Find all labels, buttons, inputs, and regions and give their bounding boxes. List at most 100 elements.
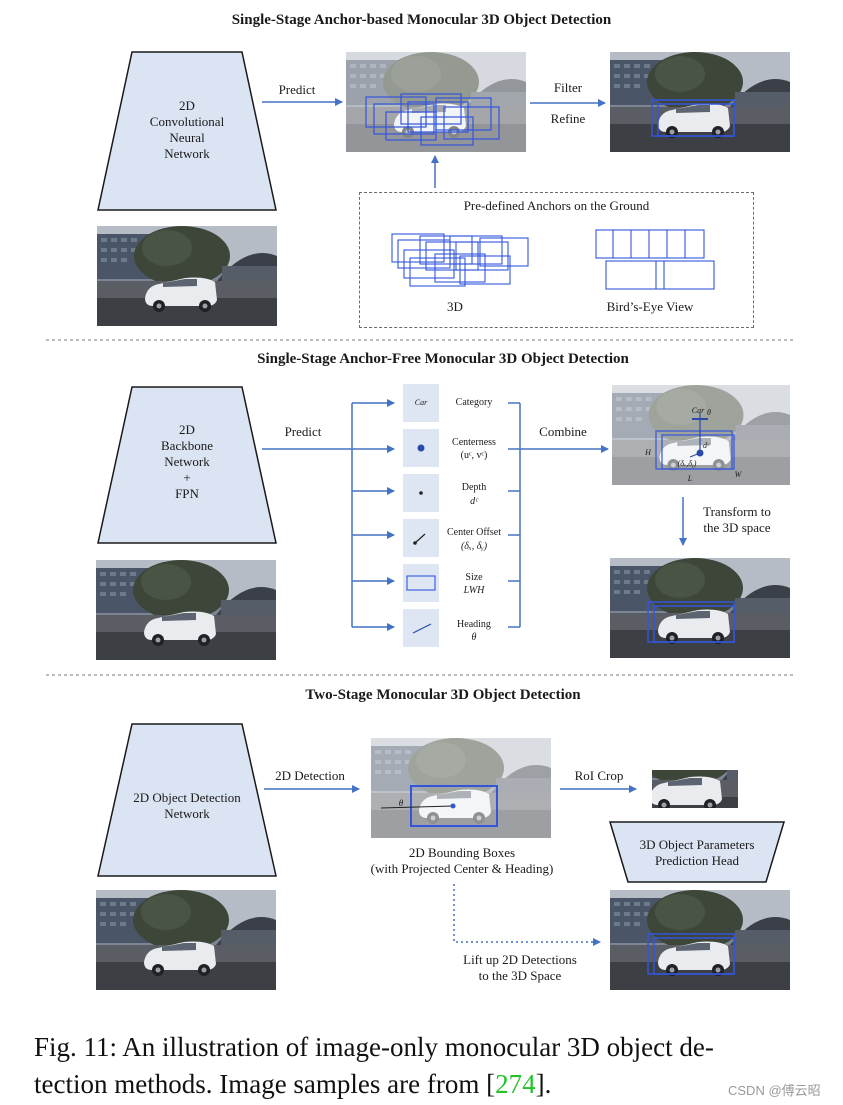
depth-head-sub: dᶜ (470, 496, 478, 507)
prediction-head-trapezoid (608, 821, 786, 883)
anchor-free-output-photo (610, 558, 790, 658)
anchor-prediction-photo (346, 52, 526, 152)
transform-label-line: Transform to (703, 504, 771, 519)
backbone-trapezoid (97, 386, 277, 544)
offset-head-sub: (δₓ, δᵧ) (460, 541, 488, 552)
caption-text-prefix: tection methods. Image samples are from … (34, 1069, 496, 1099)
anchor-output-photo (610, 52, 790, 152)
cnn-label-line: 2D (179, 98, 195, 113)
heading-head-tile (403, 609, 439, 647)
offset-head-name: Center Offset (447, 527, 501, 538)
roi-crop-arrow (560, 785, 637, 793)
backbone-label-line: Network (164, 454, 210, 469)
overlay-label-l: L (687, 474, 693, 483)
lift-dotted-arrow (453, 884, 601, 946)
overlay-label-depth: dᶜ (702, 441, 710, 450)
cnn-label-line: Neural (169, 130, 205, 145)
detector-label-line: Network (164, 806, 210, 821)
section-divider (46, 674, 796, 676)
centerness-head-tile (403, 429, 439, 467)
backbone-label-line: 2D (179, 422, 195, 437)
input-street-photo (96, 890, 276, 990)
heading-head-name: Heading (457, 619, 491, 630)
heading-head-sub: θ (471, 632, 477, 643)
overlay-label-w: W (734, 470, 742, 479)
roi-crop-label: RoI Crop (574, 768, 624, 783)
anchors-3d-label: 3D (447, 299, 463, 314)
detector-trapezoid (97, 723, 277, 877)
section-title-two-stage: Two-Stage Monocular 3D Object Detection (305, 687, 581, 703)
section-title-anchor-free: Single-Stage Anchor-Free Monocular 3D Ob… (257, 351, 629, 367)
citation-link[interactable]: 274 (495, 1069, 536, 1099)
overlay-label-offset: (δₓ,δᵧ) (677, 459, 697, 468)
overlay-label-h: H (645, 448, 651, 457)
backbone-label-line: + (183, 470, 191, 485)
anchors-bev-label: Bird’s-Eye View (606, 299, 694, 314)
csdn-watermark: CSDN @傅云昭 (728, 1083, 821, 1098)
lift-label-line: to the 3D Space (478, 968, 562, 983)
cnn-label: 2D Convolutional Neural Network (96, 98, 278, 162)
category-icon-text: Car (414, 398, 428, 407)
overlay-label-theta: θ (707, 408, 711, 417)
caption-text-suffix: ]. (535, 1069, 552, 1099)
detector-label: 2D Object Detection Network (96, 790, 278, 822)
bounding-boxes-label-line: (with Projected Center & Heading) (370, 861, 554, 876)
heading-line-icon (412, 623, 432, 634)
combine-label: Combine (539, 424, 587, 439)
backbone-label-line: FPN (175, 486, 199, 501)
roi-crop-photo (652, 770, 738, 808)
lift-label: Lift up 2D Detections to the 3D Space (440, 952, 600, 984)
size-box-icon (406, 575, 436, 591)
predict-label: Predict (278, 82, 316, 97)
cnn-label-line: Network (164, 146, 210, 161)
two-stage-detection-photo (371, 738, 551, 838)
anchor-free-overlay-photo (612, 385, 790, 485)
figure-caption-line1: Fig. 11: An illustration of image-only m… (34, 1032, 714, 1062)
input-street-photo (97, 226, 277, 326)
centerness-head-name: Centerness (452, 437, 496, 448)
anchors-title: Pre-defined Anchors on the Ground (463, 198, 650, 213)
depth-head-name: Depth (461, 482, 487, 493)
input-street-photo (96, 560, 276, 660)
bounding-boxes-label-line: 2D Bounding Boxes (408, 845, 516, 860)
category-head-tile: Car (403, 384, 439, 422)
transform-label: Transform to the 3D space (692, 504, 782, 536)
refine-label: Refine (550, 111, 586, 126)
backbone-label-line: Backbone (161, 438, 213, 453)
anchors-bev-boxes (595, 229, 715, 290)
backbone-label: 2D Backbone Network + FPN (96, 422, 278, 502)
depth-dot-icon (419, 491, 423, 495)
offset-head-tile (403, 519, 439, 557)
size-head-tile (403, 564, 439, 602)
filter-arrow (530, 99, 606, 107)
depth-head-tile (403, 474, 439, 512)
detection-arrow (264, 785, 360, 793)
prediction-head-label: 3D Object Parameters Prediction Head (608, 837, 786, 869)
head-branch-arrows (262, 399, 395, 631)
cnn-trapezoid (97, 51, 277, 211)
prediction-head-label-line: Prediction Head (654, 853, 740, 868)
detector-label-line: 2D Object Detection (133, 790, 241, 805)
centerness-head-sub: (uᶜ, vᶜ) (460, 450, 488, 461)
filter-label: Filter (553, 80, 583, 95)
category-head-name: Category (455, 397, 493, 408)
size-head-name: Size (465, 572, 483, 583)
anchors-panel (359, 192, 754, 328)
predict-arrow (262, 98, 343, 106)
transform-label-line: the 3D space (703, 520, 771, 535)
theta-label: θ (398, 798, 404, 808)
cnn-label-line: Convolutional (149, 114, 225, 129)
prediction-head-label-line: 3D Object Parameters (639, 837, 755, 852)
size-head-sub: LWH (463, 585, 485, 596)
detection-label: 2D Detection (275, 768, 345, 783)
overlay-label-car: Car (691, 406, 705, 415)
section-title-anchor-based: Single-Stage Anchor-based Monocular 3D O… (231, 12, 612, 28)
figure-caption-line2: tection methods. Image samples are from … (34, 1066, 551, 1103)
lift-label-line: Lift up 2D Detections (463, 952, 577, 967)
anchors-up-arrow (431, 155, 439, 188)
anchors-3d-boxes (391, 233, 529, 287)
predict-label: Predict (284, 424, 322, 439)
transform-down-arrow (679, 497, 687, 546)
two-stage-output-photo (610, 890, 790, 990)
bounding-boxes-label: 2D Bounding Boxes (with Projected Center… (340, 845, 584, 877)
